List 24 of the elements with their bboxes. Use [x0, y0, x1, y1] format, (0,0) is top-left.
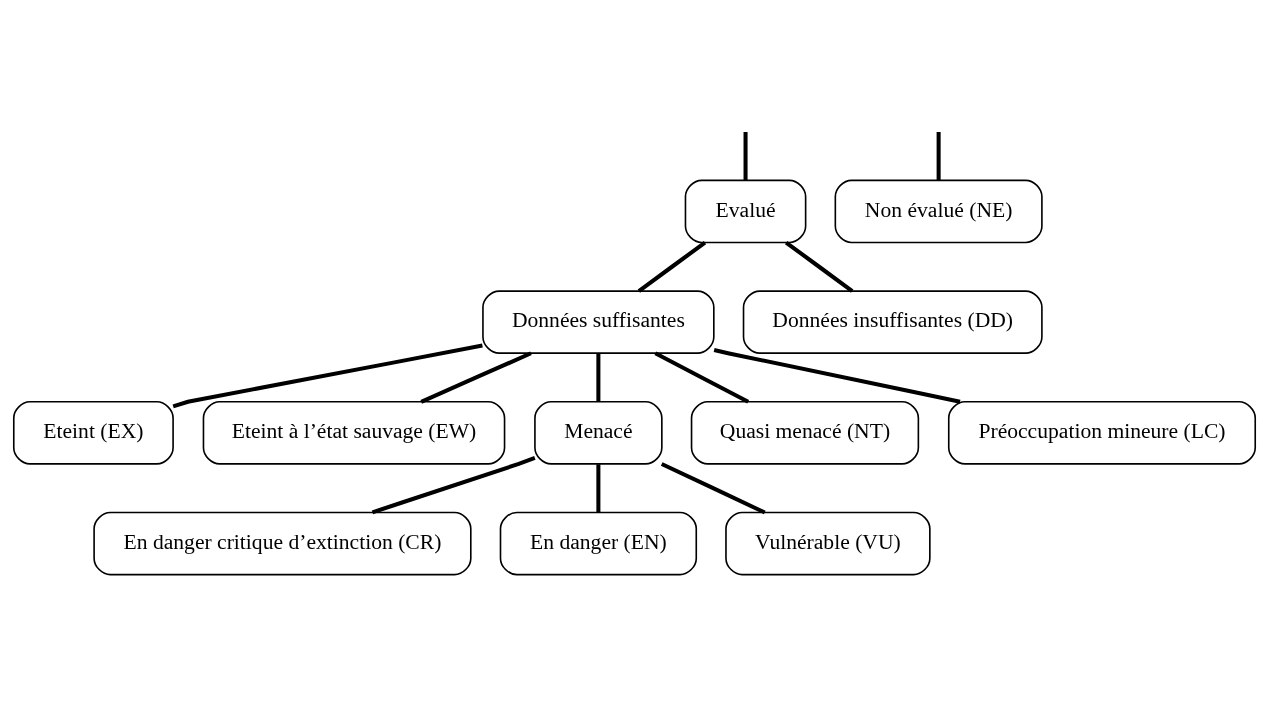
node-box: En danger (EN): [499, 511, 698, 575]
node-box: En danger critique d’extinction (CR): [93, 511, 472, 575]
connector: [637, 240, 707, 293]
connector: [172, 343, 483, 408]
connector: [371, 455, 536, 514]
connector: [936, 131, 941, 180]
node-box: Non évalué (NE): [834, 179, 1043, 243]
connector: [784, 240, 854, 293]
node-box: Evalué: [684, 179, 807, 243]
node-box: Menacé: [534, 400, 663, 465]
node-box: Préoccupation mineure (LC): [947, 400, 1257, 465]
node-box: Eteint à l’état sauvage (EW): [202, 400, 506, 465]
node-box: Vulnérable (VU): [725, 511, 931, 575]
node-box: Eteint (EX): [12, 400, 174, 465]
connector: [654, 350, 750, 404]
connector: [596, 463, 601, 512]
connector: [743, 131, 748, 180]
connector: [596, 353, 601, 402]
connector: [660, 461, 766, 514]
node-box: Données suffisantes: [482, 289, 715, 354]
connector: [420, 350, 532, 404]
node-box: Données insuffisantes (DD): [742, 289, 1043, 354]
node-box: Quasi menacé (NT): [690, 400, 920, 465]
connector: [713, 347, 961, 404]
